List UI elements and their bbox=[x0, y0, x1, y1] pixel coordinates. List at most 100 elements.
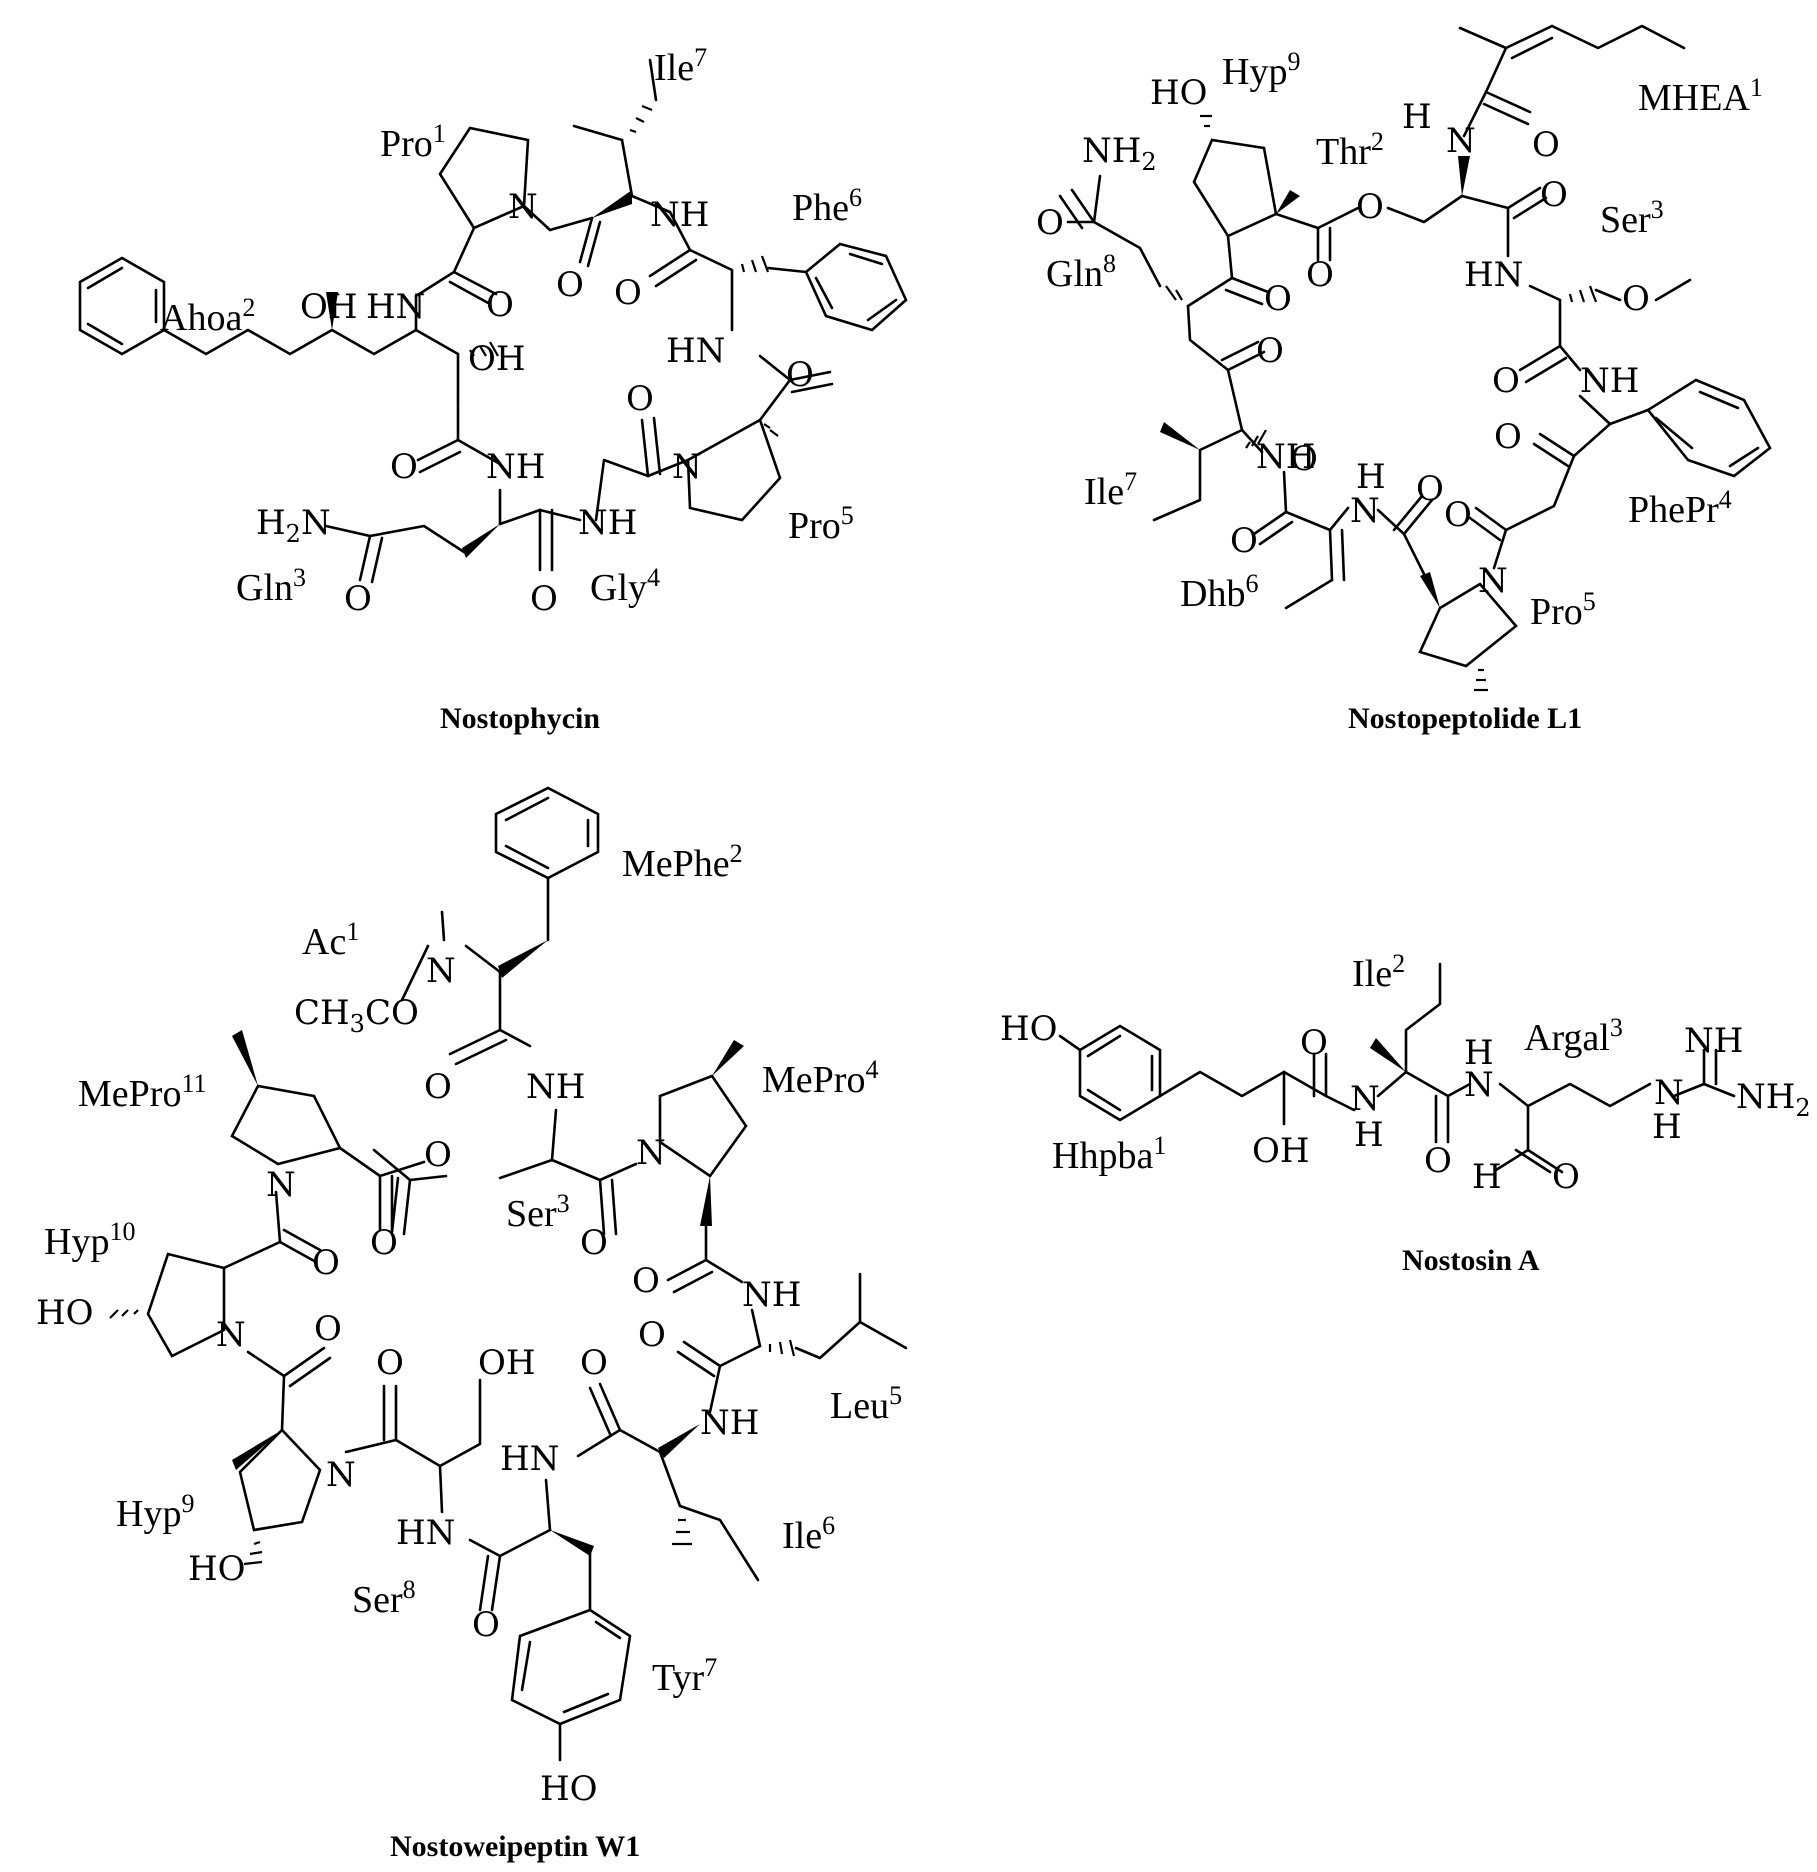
atom-n: N bbox=[1350, 491, 1380, 531]
atom-o: O bbox=[1356, 187, 1384, 227]
atom-n: N bbox=[672, 447, 702, 487]
atom-ho: HO bbox=[188, 1549, 246, 1589]
atom-h: H bbox=[1354, 1115, 1384, 1155]
label-ser3: Ser3 bbox=[1600, 195, 1664, 241]
label-pro1: Pro1 bbox=[380, 119, 446, 165]
name-nostoweipeptin: Nostoweipeptin W1 bbox=[390, 1830, 640, 1863]
pro5-ring bbox=[686, 418, 782, 522]
atom-n: N bbox=[636, 1133, 666, 1173]
label-thr2: Thr2 bbox=[1316, 127, 1384, 173]
atom-o: O bbox=[1552, 1157, 1580, 1197]
label-pro5b: Pro5 bbox=[1530, 587, 1596, 633]
label-ser8: Ser8 bbox=[352, 1575, 416, 1621]
atom-ho: HO bbox=[36, 1293, 94, 1333]
atom-nh2: NH2 bbox=[1082, 131, 1157, 176]
atom-n: N bbox=[1654, 1073, 1684, 1113]
atom-h: H bbox=[1402, 97, 1432, 137]
ring-inner-bonds bbox=[86, 266, 124, 290]
atom-nh: NH bbox=[1256, 437, 1315, 477]
atom-h: H bbox=[1472, 1157, 1502, 1197]
atom-oh: OH bbox=[1252, 1131, 1310, 1171]
nostopeptolide-labels: MHEA1 Thr2 Ser3 PhePr4 Pro5 Dhb6 Ile7 Gl… bbox=[1036, 47, 1763, 735]
atom-n: N bbox=[1446, 121, 1476, 161]
label-ahoa2: Ahoa2 bbox=[160, 293, 255, 339]
atom-h: H bbox=[1356, 457, 1386, 497]
phepr-ring bbox=[1646, 378, 1772, 478]
atom-o: O bbox=[1424, 1141, 1452, 1181]
atom-o: O bbox=[1264, 279, 1292, 319]
atom-n: N bbox=[216, 1315, 246, 1355]
atom-o: O bbox=[486, 285, 514, 325]
ahoa-phenyl-ring bbox=[78, 256, 166, 356]
label-mhea1: MHEA1 bbox=[1638, 73, 1763, 119]
name-nostopeptolide: Nostopeptolide L1 bbox=[1348, 702, 1582, 735]
atom-o: O bbox=[472, 1605, 500, 1645]
hyp9-ring bbox=[1192, 138, 1278, 238]
label-pro5: Pro5 bbox=[788, 501, 854, 547]
nostosin-labels: Hhpba1 Ile2 Argal3 HO OH O N H O H N H O… bbox=[1000, 949, 1811, 1277]
atom-hn: HN bbox=[396, 1513, 455, 1553]
nostoweipeptin-labels: Ac1 MePhe2 Ser3 MePro4 Leu5 Ile6 Tyr7 Se… bbox=[36, 839, 902, 1863]
pro1-ring bbox=[438, 126, 530, 230]
label-mephe2: MePhe2 bbox=[622, 839, 743, 885]
atom-o: O bbox=[1492, 361, 1520, 401]
atom-o: O bbox=[530, 579, 558, 619]
label-hyp10: Hyp10 bbox=[44, 1217, 135, 1263]
atom-n: N bbox=[426, 951, 456, 991]
atom-nh: NH bbox=[526, 1067, 585, 1107]
label-ile6: Ile6 bbox=[782, 1511, 835, 1557]
atom-o: O bbox=[370, 1223, 398, 1263]
label-gly4: Gly4 bbox=[590, 563, 660, 609]
hhpba-ring bbox=[1078, 1024, 1162, 1122]
atom-h2n: H2N bbox=[256, 503, 331, 548]
atom-o: O bbox=[1300, 1023, 1328, 1063]
label-hhpba1: Hhpba1 bbox=[1052, 1131, 1166, 1177]
label-ac1: Ac1 bbox=[302, 917, 359, 963]
atom-n: N bbox=[508, 187, 538, 227]
atom-ho: HO bbox=[540, 1769, 598, 1809]
label-argal3: Argal3 bbox=[1524, 1013, 1623, 1059]
label-gln8: Gln8 bbox=[1046, 249, 1116, 295]
hyp10-ring bbox=[146, 1252, 226, 1358]
atom-o: O bbox=[1036, 203, 1064, 243]
label-mepro11: MePro11 bbox=[78, 1069, 207, 1115]
atom-o: O bbox=[1306, 255, 1334, 295]
atom-nh: NH bbox=[1684, 1021, 1743, 1061]
atom-o: O bbox=[312, 1243, 340, 1283]
atom-o: O bbox=[344, 579, 372, 619]
atom-hn: HN bbox=[1464, 255, 1523, 295]
pro5b-ring bbox=[1418, 582, 1518, 668]
atom-o: O bbox=[626, 379, 654, 419]
atom-hn: HN bbox=[666, 331, 725, 371]
label-phe6: Phe6 bbox=[792, 183, 862, 229]
atom-oh: OH bbox=[300, 287, 358, 327]
label-mepro4: MePro4 bbox=[762, 1055, 878, 1101]
atom-o: O bbox=[1540, 175, 1568, 215]
atom-nh: NH bbox=[486, 447, 545, 487]
atom-o: O bbox=[1622, 279, 1650, 319]
label-tyr7: Tyr7 bbox=[652, 1653, 717, 1699]
atom-n: N bbox=[1350, 1079, 1380, 1119]
atom-h: H bbox=[1652, 1107, 1682, 1147]
label-hyp9b: Hyp9 bbox=[116, 1489, 194, 1535]
atom-nh: NH bbox=[578, 503, 637, 543]
atom-o: O bbox=[1532, 125, 1560, 165]
mepro4-ring bbox=[658, 1074, 748, 1178]
nostoweipeptin-structure bbox=[109, 786, 908, 1762]
hyp9b-ring bbox=[238, 1428, 322, 1532]
label-gln3: Gln3 bbox=[236, 563, 306, 609]
label-hyp9: Hyp9 bbox=[1222, 47, 1300, 93]
atom-hn: HN bbox=[366, 287, 425, 327]
atom-o: O bbox=[1290, 439, 1318, 479]
atom-o: O bbox=[614, 273, 642, 313]
atom-oh: OH bbox=[478, 1343, 536, 1383]
label-phepr4: PhePr4 bbox=[1628, 485, 1732, 531]
atom-ho: HO bbox=[1000, 1009, 1058, 1049]
atom-o: O bbox=[1444, 495, 1472, 535]
atom-o: O bbox=[580, 1343, 608, 1383]
atom-nh: NH bbox=[650, 195, 709, 235]
nostopeptolide-structure bbox=[1058, 24, 1772, 692]
label-ile2: Ile2 bbox=[1352, 949, 1405, 995]
label-ile7b: Ile7 bbox=[1084, 467, 1137, 513]
